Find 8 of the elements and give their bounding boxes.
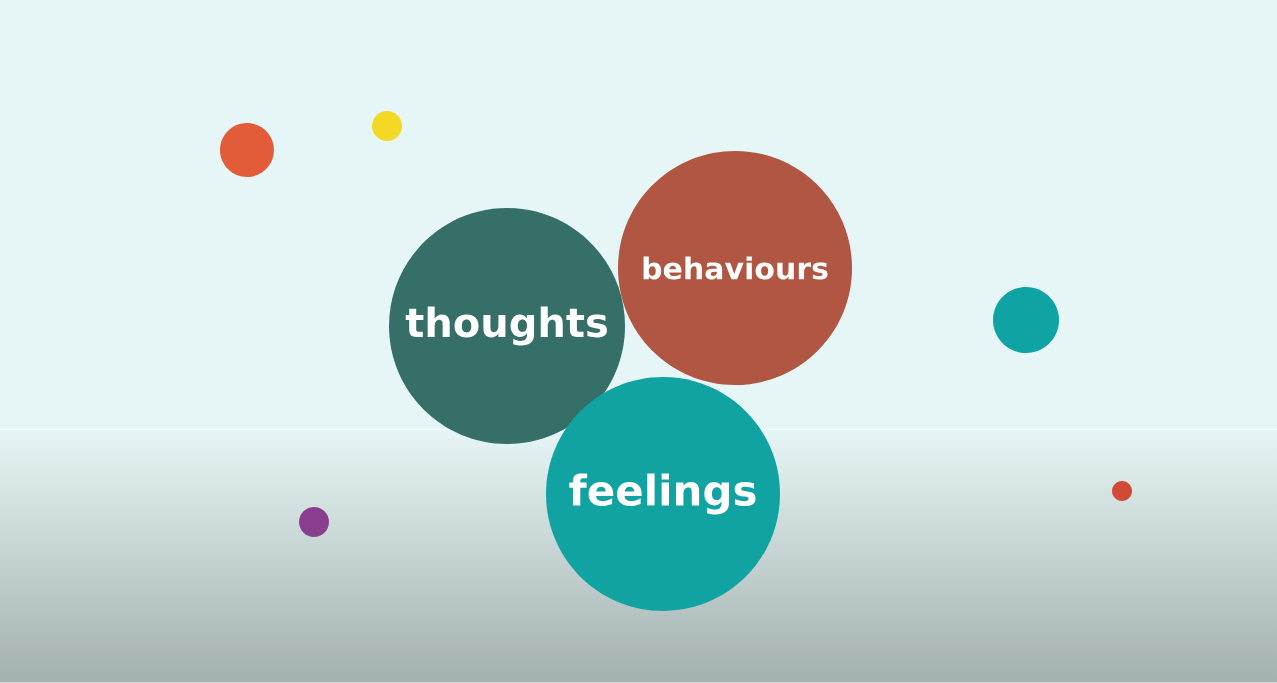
dot [993, 287, 1059, 353]
circle-bubble: thoughts [389, 208, 625, 444]
circle-bubble: feelings [546, 377, 780, 611]
circle-bubble: behaviours [618, 151, 852, 385]
dot [1112, 481, 1132, 501]
dot [372, 111, 402, 141]
dot [220, 123, 274, 177]
dot [299, 507, 329, 537]
